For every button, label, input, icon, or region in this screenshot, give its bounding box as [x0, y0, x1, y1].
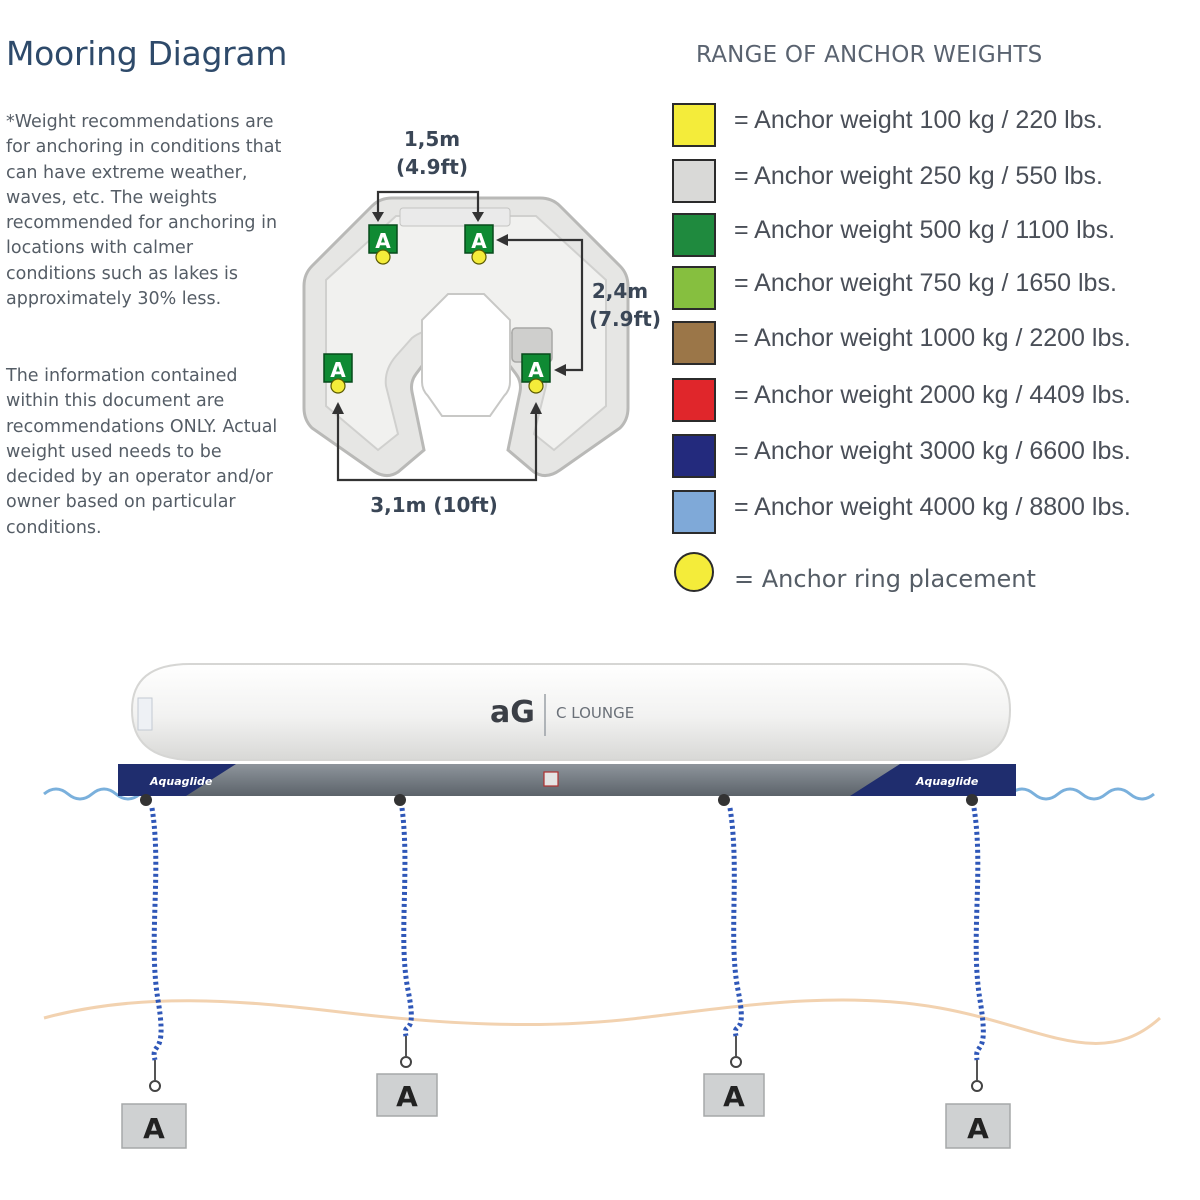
dimension-side: [496, 234, 584, 376]
plan-anchor-marker-top-left: A: [368, 224, 398, 265]
plan-view-diagram: A A A A 1,5m (4.9ft) 2,4m (7.9ft) 3,1m (…: [302, 127, 661, 517]
water-line: [43, 787, 1155, 801]
seabed-line: [43, 998, 1162, 1045]
plan-anchor-letter: A: [330, 358, 346, 382]
legend-item-750kg: = Anchor weight 750 kg / 1650 lbs.: [672, 266, 1200, 310]
anchor-ring-icon: [674, 552, 714, 592]
legend-label: = Anchor weight 500 kg / 1100 lbs.: [734, 216, 1116, 244]
legend-swatch-grey: [672, 159, 716, 203]
legend-label: = Anchor weight 100 kg / 220 lbs.: [734, 106, 1103, 134]
legend-item-2000kg: = Anchor weight 2000 kg / 4409 lbs.: [672, 378, 1200, 422]
legend-label: = Anchor weight 3000 kg / 6600 lbs.: [734, 437, 1131, 465]
legend-item-1000kg: = Anchor weight 1000 kg / 2200 lbs.: [672, 321, 1200, 365]
legend-item-250kg: = Anchor weight 250 kg / 550 lbs.: [672, 159, 1200, 203]
legend-item-100kg: = Anchor weight 100 kg / 220 lbs.: [672, 103, 1200, 147]
dimension-side-metric: 2,4m: [592, 279, 648, 303]
mooring-line-3: [718, 794, 744, 1068]
legend-swatch-light-green: [672, 266, 716, 310]
anchor-block-letter: A: [723, 1080, 745, 1113]
anchor-block-letter: A: [143, 1112, 165, 1145]
legend-label: = Anchor weight 250 kg / 550 lbs.: [734, 162, 1103, 190]
legend-label: = Anchor weight 2000 kg / 4409 lbs.: [734, 381, 1131, 409]
dimension-top-imperial: (4.9ft): [396, 155, 468, 179]
anchor-block-4: A: [945, 1103, 1011, 1149]
anchor-block-1: A: [121, 1103, 187, 1149]
plan-anchor-marker-bottom-right: A: [521, 353, 551, 394]
legend-title: RANGE OF ANCHOR WEIGHTS: [696, 42, 1043, 68]
legend-item-500kg: = Anchor weight 500 kg / 1100 lbs.: [672, 213, 1200, 257]
dimension-side-imperial: (7.9ft): [589, 307, 661, 331]
plan-anchor-marker-bottom-left: A: [323, 353, 353, 394]
anchor-ring-icon: [528, 378, 544, 394]
float-centre-opening: [421, 293, 511, 417]
legend-item-anchor-ring: = Anchor ring placement: [674, 552, 1074, 596]
page-title: Mooring Diagram: [6, 34, 288, 73]
warning-sticker: [137, 697, 153, 731]
legend-label: = Anchor ring placement: [734, 565, 1036, 593]
dimension-top-metric: 1,5m: [404, 127, 460, 151]
legend-swatch-navy: [672, 434, 716, 478]
float-base: [118, 764, 1016, 796]
anchor-block-2: A: [376, 1073, 438, 1117]
legend-swatch-red: [672, 378, 716, 422]
dimension-bottom-label: 3,1m (10ft): [370, 493, 498, 517]
weight-note: *Weight recommendations are for anchorin…: [6, 112, 282, 310]
anchor-block-3: A: [703, 1073, 765, 1117]
brand-label-left: Aquaglide: [149, 775, 213, 788]
anchor-block-letter: A: [396, 1080, 418, 1113]
product-name: C LOUNGE: [556, 704, 634, 722]
base-center-badge: [543, 771, 559, 787]
mooring-line-1: [140, 794, 164, 1092]
legend-swatch-yellow: [672, 103, 716, 147]
plan-anchor-letter: A: [528, 358, 544, 382]
plan-anchor-marker-top-right: A: [464, 224, 494, 265]
anchor-ring-icon: [375, 249, 391, 265]
product-logo: aG: [490, 695, 535, 730]
float-body: [130, 663, 1012, 761]
legend-swatch-light-blue: [672, 490, 716, 534]
legend-item-3000kg: = Anchor weight 3000 kg / 6600 lbs.: [672, 434, 1200, 478]
brand-label-right: Aquaglide: [915, 775, 979, 788]
plan-anchor-letter: A: [375, 229, 391, 253]
mooring-line-4: [966, 794, 986, 1092]
disclaimer-note: The information contained within this do…: [6, 366, 278, 538]
float-base-stripe-left: [118, 764, 236, 796]
side-view-mooring-diagram: Aquaglide Aquaglide aG C LOUNGE A A: [43, 663, 1162, 1149]
float-top-strip: [399, 207, 511, 227]
legend-label: = Anchor weight 4000 kg / 8800 lbs.: [734, 493, 1131, 521]
dimension-top: [372, 190, 484, 222]
anchor-ring-icon: [330, 378, 346, 394]
anchor-block-letter: A: [967, 1112, 989, 1145]
float-base-stripe-right: [850, 764, 1016, 796]
anchor-ring-icon: [471, 249, 487, 265]
mooring-line-2: [394, 794, 414, 1068]
legend-swatch-brown: [672, 321, 716, 365]
legend-swatch-green: [672, 213, 716, 257]
legend-label: = Anchor weight 750 kg / 1650 lbs.: [734, 269, 1117, 297]
legend-label: = Anchor weight 1000 kg / 2200 lbs.: [734, 324, 1131, 352]
legend-item-4000kg: = Anchor weight 4000 kg / 8800 lbs.: [672, 490, 1200, 534]
dimension-bottom: [332, 402, 542, 482]
plan-anchor-letter: A: [471, 229, 487, 253]
